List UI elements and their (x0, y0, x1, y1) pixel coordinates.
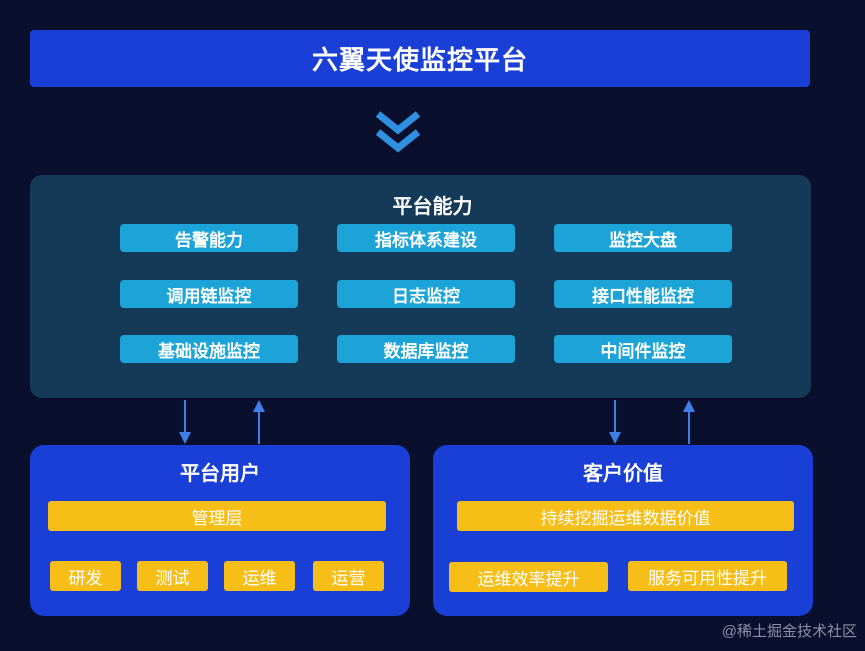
platform-users-heading: 平台用户 (180, 463, 260, 485)
capability-item: 监控大盘 (554, 224, 732, 252)
double-chevron-down-icon (375, 111, 421, 153)
customer-value-heading: 客户价值 (583, 463, 663, 485)
capability-item: 数据库监控 (337, 335, 515, 363)
arrow-down-icon (609, 400, 621, 444)
role-pill: 测试 (137, 561, 208, 591)
value-pill: 服务可用性提升 (628, 561, 787, 591)
arrow-up-icon (253, 400, 265, 444)
capability-item: 调用链监控 (120, 280, 298, 308)
platform-title: 六翼天使监控平台 (311, 45, 528, 75)
capability-heading: 平台能力 (392, 196, 473, 218)
platform-title-bar: 六翼天使监控平台 (30, 30, 810, 87)
capability-item: 接口性能监控 (554, 280, 732, 308)
capability-item: 告警能力 (120, 224, 298, 252)
value-pill: 运维效率提升 (449, 562, 608, 592)
capability-item: 日志监控 (337, 280, 515, 308)
capability-item: 基础设施监控 (120, 335, 298, 363)
role-pill: 运维 (224, 561, 295, 591)
arrow-up-icon (683, 400, 695, 444)
arrow-down-icon (179, 400, 191, 444)
management-pill: 管理层 (48, 501, 386, 531)
role-pill: 研发 (50, 561, 121, 591)
capability-item: 指标体系建设 (337, 224, 515, 252)
value-main-pill: 持续挖掘运维数据价值 (457, 501, 794, 531)
watermark: @稀土掘金技术社区 (721, 623, 857, 640)
capability-item: 中间件监控 (554, 335, 732, 363)
role-pill: 运营 (313, 561, 384, 591)
